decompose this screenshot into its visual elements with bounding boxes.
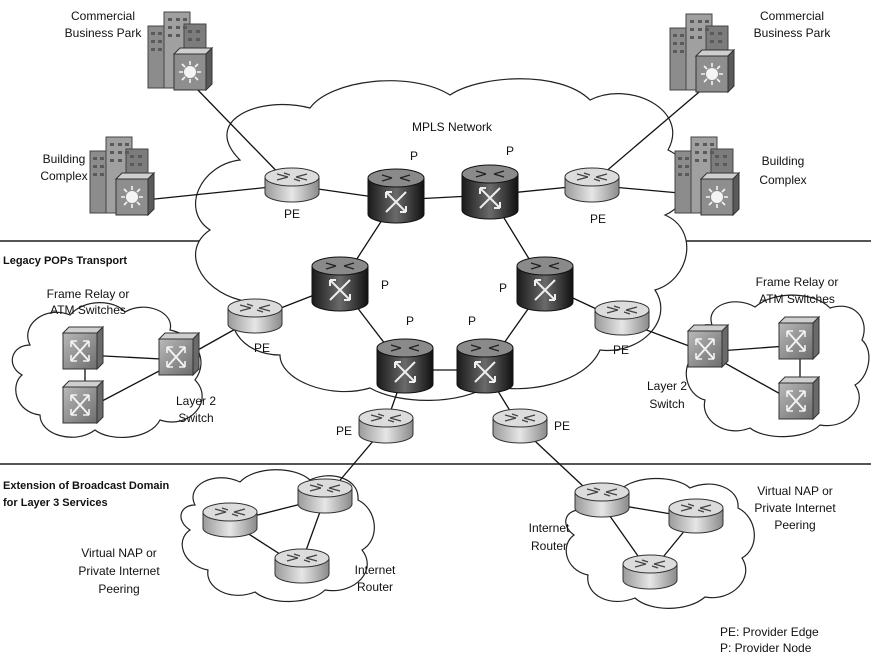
section-title-extension-2: for Layer 3 Services	[3, 497, 108, 509]
internet-router-left-label-1: Internet	[355, 563, 396, 577]
left-l2-label-1: Layer 2	[176, 394, 216, 408]
cbp-right-label-2: Business Park	[754, 26, 832, 40]
nap-left-label-1: Virtual NAP or	[81, 546, 157, 560]
right-switches-title-1: Frame Relay or	[756, 275, 839, 289]
router-icon-internet-left	[297, 478, 353, 514]
internet-router-right-label-2: Router	[531, 539, 567, 553]
internet-router-right-label-1: Internet	[529, 521, 570, 535]
building-icon-bc-left	[89, 136, 155, 216]
router-icon-pe-bottom-left	[358, 408, 414, 444]
router-icon-nap-left-1	[202, 502, 258, 538]
p-label-top-right: P	[506, 144, 514, 158]
nap-right-label-2: Private Internet	[754, 501, 836, 515]
nap-left-label-2: Private Internet	[78, 564, 160, 578]
router-icon-internet-right	[574, 482, 630, 518]
p-node-icon-mid-left	[311, 256, 369, 312]
switch-icon-right-2	[778, 376, 820, 420]
bc-left-label-2: Complex	[40, 169, 87, 183]
right-l2-label-2: Switch	[649, 397, 684, 411]
router-icon-nap-right-2	[622, 554, 678, 590]
internet-router-left-label-2: Router	[357, 580, 393, 594]
pe-label-top-right: PE	[590, 212, 606, 226]
pe-label-mid-left: PE	[254, 341, 270, 355]
bc-right-label-2: Complex	[759, 173, 806, 187]
layer2-switch-icon-right	[687, 324, 729, 368]
section-title-extension-1: Extension of Broadcast Domain	[3, 480, 170, 492]
router-icon-nap-right-1	[668, 498, 724, 534]
nap-left-label-3: Peering	[98, 582, 139, 596]
p-node-icon-low-left	[376, 338, 434, 394]
building-icon-bc-right	[674, 136, 740, 216]
switch-icon-right-1	[778, 316, 820, 360]
pe-label-bottom-left: PE	[336, 424, 352, 438]
p-node-icon-mid-right	[516, 256, 574, 312]
mpls-network-label: MPLS Network	[412, 120, 493, 134]
router-icon-pe-mid-right	[594, 300, 650, 336]
p-label-top-left: P	[410, 149, 418, 163]
p-node-icon-top-right	[461, 164, 519, 220]
bc-left-label-1: Building	[43, 152, 86, 166]
nap-right-label-3: Peering	[774, 518, 815, 532]
router-icon-pe-top-left	[264, 167, 320, 203]
building-icon-cbp-right	[669, 13, 735, 93]
legend-pe: PE: Provider Edge	[720, 625, 819, 639]
layer2-switch-icon-left	[158, 332, 200, 376]
left-switches-title-2: ATM Switches	[50, 303, 126, 317]
left-switch-cloud	[11, 302, 203, 439]
legend-p: P: Provider Node	[720, 641, 812, 655]
left-switches-title-1: Frame Relay or	[47, 287, 130, 301]
left-l2-label-2: Switch	[178, 411, 213, 425]
pe-label-top-left: PE	[284, 207, 300, 221]
pe-label-mid-right: PE	[613, 343, 629, 357]
bc-right-label-1: Building	[762, 154, 805, 168]
cbp-right-label-1: Commercial	[760, 9, 824, 23]
nap-right-label-1: Virtual NAP or	[757, 484, 833, 498]
right-switch-cloud	[685, 294, 870, 438]
p-node-icon-low-right	[456, 338, 514, 394]
building-icon-cbp-left	[147, 11, 213, 91]
router-icon-pe-bottom-right	[492, 408, 548, 444]
switch-icon-left-1	[62, 326, 104, 370]
p-label-mid-right: P	[499, 281, 507, 295]
router-icon-pe-mid-left	[227, 298, 283, 334]
p-node-icon-top-left	[367, 168, 425, 224]
right-l2-label-1: Layer 2	[647, 379, 687, 393]
cbp-left-label-1: Commercial	[71, 9, 135, 23]
p-label-low-right: P	[468, 314, 476, 328]
right-switches-title-2: ATM Switches	[759, 292, 835, 306]
cbp-left-label-2: Business Park	[65, 26, 143, 40]
section-title-legacy: Legacy POPs Transport	[3, 255, 127, 267]
router-icon-pe-top-right	[564, 167, 620, 203]
router-icon-nap-left-2	[274, 548, 330, 584]
p-label-mid-left: P	[381, 278, 389, 292]
p-label-low-left: P	[406, 314, 414, 328]
switch-icon-left-2	[62, 380, 104, 424]
pe-label-bottom-right: PE	[554, 419, 570, 433]
